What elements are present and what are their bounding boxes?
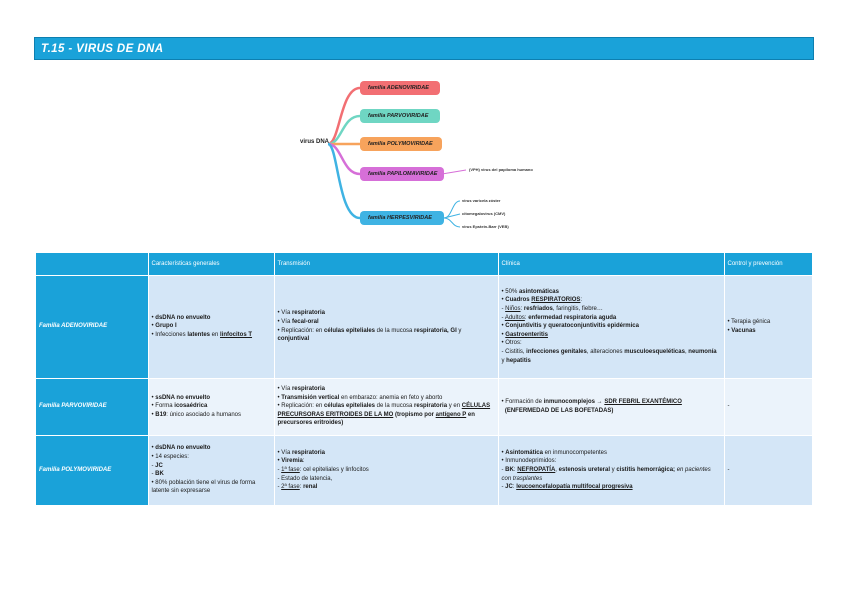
control-cell: • Terapia génica • Vacunas — [724, 274, 813, 378]
family-cell: Familia ADENOVIRIDAE — [36, 274, 149, 378]
node-herpesviridae: familia HERPESVIRIDAE — [360, 211, 444, 225]
table-header-row: Características generales Transmisión Cl… — [36, 253, 813, 275]
leaf-vph: (VPH) virus del papiloma humano — [469, 167, 533, 172]
table-row-parvoviridae: Familia PARVOVIRIDAE • ssDNA no envuelto… — [36, 377, 813, 435]
table-row-polymoviridae: Familia POLYMOVIRIDAE • dsDNA no envuelt… — [36, 434, 813, 505]
header-empty — [36, 253, 149, 275]
control-cell: - — [724, 434, 813, 505]
family-cell: Familia POLYMOVIRIDAE — [36, 434, 149, 505]
node-adenoviridae: familia ADENOVIRIDAE — [360, 81, 440, 95]
leaf-vzv: virus varicela zóster — [462, 198, 501, 203]
document-title-bar: T.15 - VIRUS DE DNA — [34, 37, 814, 60]
connector-cmv — [443, 213, 461, 219]
transmission-cell: • Vía respiratoria • Transmisión vertica… — [274, 377, 499, 435]
connector-herpesviridae — [327, 142, 361, 220]
connector-vph — [441, 169, 467, 175]
table-row-adenoviridae: Familia ADENOVIRIDAE • dsDNA no envuelto… — [36, 274, 813, 378]
node-parvoviridae: familia PARVOVIRIDAE — [360, 109, 440, 123]
transmission-cell: • Vía respiratoria • Viremia: - 1ª fase:… — [274, 434, 499, 505]
header-clinical: Clínica — [498, 253, 725, 275]
family-cell: Familia PARVOVIRIDAE — [36, 377, 149, 435]
connector-vzv — [443, 200, 461, 219]
node-papilomaviridae: familia PAPILOMAVIRIDAE — [360, 167, 444, 181]
general-cell: • dsDNA no envuelto • 14 especies: - JC … — [148, 434, 275, 505]
transmission-cell: • Vía respiratoria • Vía fecal-oral • Re… — [274, 274, 499, 378]
connector-veb — [443, 217, 461, 228]
clinical-cell: • Formación de inmunocomplejos → SDR FEB… — [498, 377, 725, 435]
header-general: Características generales — [148, 253, 275, 275]
control-cell: - — [724, 377, 813, 435]
mindmap: virus DNA familia ADENOVIRIDAE familia P… — [280, 70, 580, 242]
clinical-cell: • 50% asintomáticas • Cuadros RESPIRATOR… — [498, 274, 725, 378]
document-title: T.15 - VIRUS DE DNA — [41, 42, 164, 55]
clinical-cell: • Asintomática en inmunocompetentes • In… — [498, 434, 725, 505]
header-control: Control y prevención — [724, 253, 813, 275]
mindmap-connectors — [327, 86, 467, 228]
leaf-veb: virus Epstein-Barr (VEB) — [462, 224, 509, 229]
node-polymoviridae: familia POLYMOVIRIDAE — [360, 137, 442, 151]
general-cell: • dsDNA no envuelto • Grupo I • Infeccio… — [148, 274, 275, 378]
mindmap-root: virus DNA — [300, 139, 330, 145]
virus-table: Características generales Transmisión Cl… — [36, 253, 813, 505]
general-cell: • ssDNA no envuelto • Forma icosaédrica … — [148, 377, 275, 435]
header-transmission: Transmisión — [274, 253, 499, 275]
leaf-cmv: citomegalovirus (CMV) — [462, 211, 506, 216]
